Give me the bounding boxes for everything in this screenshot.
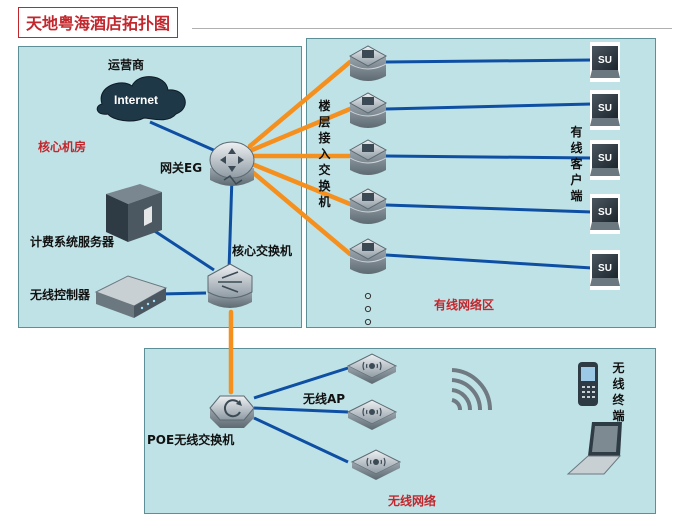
wireless-terminal-label: 无线终端	[612, 361, 625, 423]
link-controller-coreswitch	[159, 291, 207, 296]
link-poe-ap2	[253, 406, 349, 414]
link-switch3-client3	[385, 154, 593, 160]
floor-switch-icon	[348, 238, 388, 274]
trunk-gateway-switch4	[249, 161, 353, 207]
link-switch2-client2	[385, 102, 593, 111]
gateway-router-icon	[209, 141, 255, 186]
floor-switch-icon	[348, 188, 388, 224]
core-switch-icon	[207, 263, 253, 308]
su-label: SU	[598, 55, 612, 66]
more-switches-ellipsis	[364, 292, 372, 326]
link-switch4-client4	[385, 203, 593, 214]
wired-client-monitor-icon: SU	[590, 42, 620, 82]
wired-client-label: 有线客户端	[570, 125, 583, 203]
su-label: SU	[598, 153, 612, 164]
wired-client-monitor-icon: SU	[590, 250, 620, 290]
link-server-coreswitch	[149, 226, 215, 272]
wireless-ap-icon	[350, 449, 402, 480]
su-label: SU	[598, 207, 612, 218]
internet-cloud-icon: Internet	[96, 76, 186, 122]
floor-switch-label: 楼层接入交换机	[318, 99, 331, 209]
poe-switch-icon	[209, 395, 255, 428]
gateway-label: 网关EG	[160, 161, 203, 175]
floor-switch-icon	[348, 92, 388, 128]
su-label: SU	[598, 103, 612, 114]
link-switch1-client1	[385, 58, 593, 64]
trunk-gateway-switch2	[249, 106, 353, 153]
wireless-controller-icon	[94, 275, 168, 318]
wireless-ap-icon	[346, 353, 398, 384]
floor-switch-icon	[348, 139, 388, 175]
core-room-zone	[18, 46, 302, 328]
billing-server-label: 计费系统服务器	[30, 235, 115, 249]
floor-switch-icon	[348, 45, 388, 81]
trunk-gateway-switch5	[247, 167, 353, 257]
link-internet-gateway	[149, 120, 219, 154]
trunk-links	[228, 59, 353, 395]
wired-client-monitor-icon: SU	[590, 194, 620, 234]
internet-label: Internet	[114, 93, 158, 107]
wireless-controller-label: 无线控制器	[30, 288, 91, 302]
link-gateway-coreswitch	[227, 175, 234, 271]
core-switch-label: 核心交换机	[232, 244, 293, 258]
title-divider	[192, 28, 672, 29]
poe-switch-label: POE无线交换机	[147, 433, 235, 447]
wired-client-monitor-icon: SU	[590, 140, 620, 180]
billing-server-icon	[106, 184, 162, 242]
link-switch5-client5	[385, 253, 593, 270]
diagram-title: 天地粤海酒店拓扑图	[18, 7, 179, 38]
trunk-gateway-switch1	[247, 59, 353, 149]
link-poe-ap1	[253, 366, 349, 400]
link-poe-ap3	[253, 416, 349, 464]
wired-client-monitor-icon: SU	[590, 90, 620, 130]
wired-network-zone-label: 有线网络区	[434, 298, 495, 312]
mobile-phone-icon	[578, 362, 598, 406]
wireless-network-zone-label: 无线网络	[388, 494, 437, 508]
wireless-ap-label: 无线AP	[303, 392, 346, 406]
core-room-zone-label: 核心机房	[38, 140, 87, 154]
laptop-icon	[566, 422, 622, 475]
isp-label: 运营商	[108, 58, 145, 72]
wireless-ap-icon	[346, 399, 398, 430]
wifi-signal-icon	[451, 368, 493, 411]
blue-links	[149, 58, 593, 464]
su-label: SU	[598, 263, 612, 274]
